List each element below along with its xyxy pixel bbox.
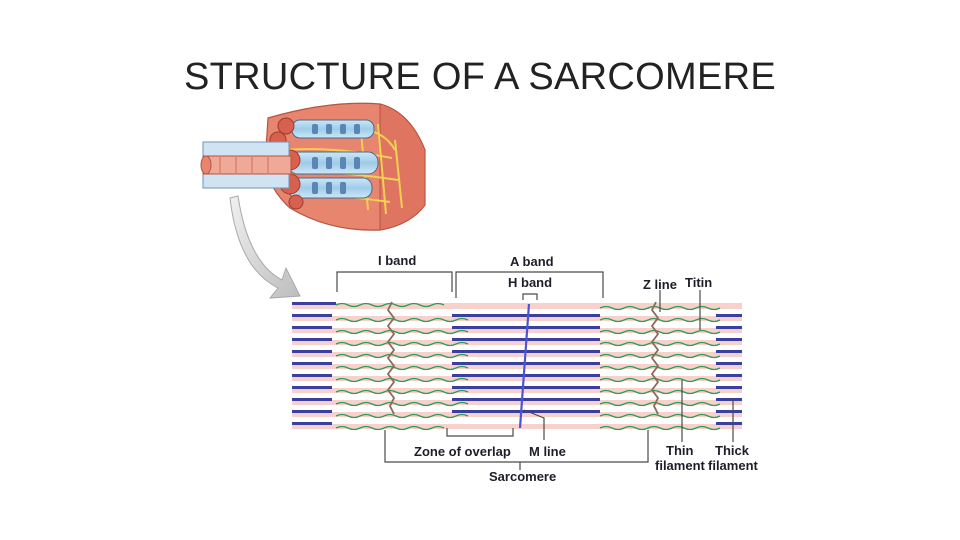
label-h-band: H band [508, 275, 552, 290]
label-thin-filament-1: Thin [666, 443, 693, 458]
label-titin: Titin [685, 275, 712, 290]
label-zone-of-overlap: Zone of overlap [414, 444, 511, 459]
m-line [518, 303, 531, 429]
sarcomere-filaments [292, 301, 742, 431]
muscle-fiber-illustration [200, 102, 426, 231]
label-m-line: M line [529, 444, 566, 459]
label-thin-filament-2: filament [655, 458, 706, 473]
label-a-band: A band [510, 254, 554, 269]
slide-title: STRUCTURE OF A SARCOMERE [183, 56, 777, 98]
label-i-band: I band [378, 253, 416, 268]
label-thick-filament-1: Thick [715, 443, 750, 458]
label-thick-filament-2: filament [708, 458, 759, 473]
label-z-line: Z line [643, 277, 677, 292]
z-line-right [650, 301, 660, 415]
curved-arrow [229, 195, 301, 299]
z-line-left [386, 301, 396, 415]
brackets [336, 271, 734, 470]
label-sarcomere: Sarcomere [489, 469, 556, 484]
